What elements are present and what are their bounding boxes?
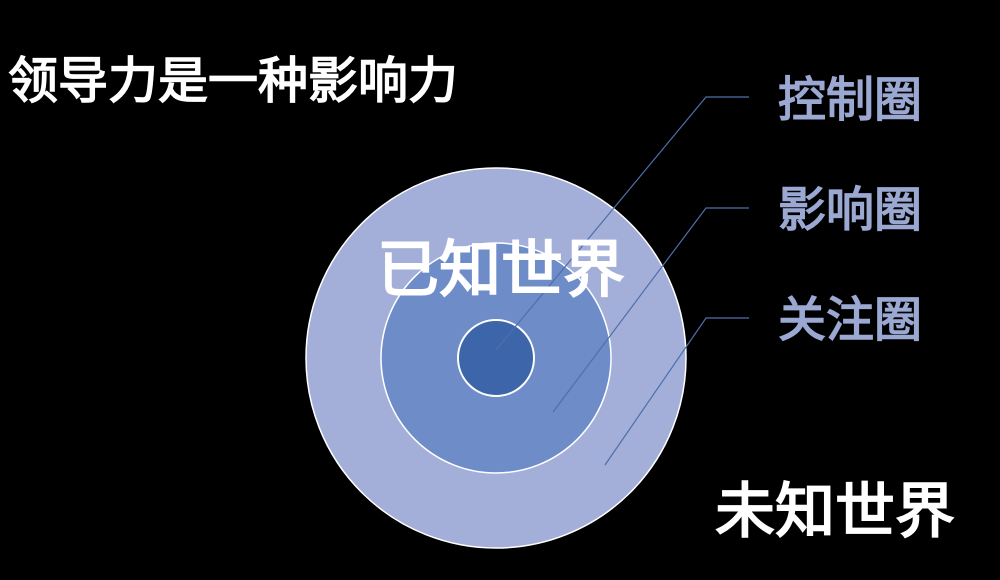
concern-leader-line — [604, 317, 749, 466]
slide-title: 领导力是一种影响力 — [8, 52, 458, 110]
control-circle-label: 控制圈 — [778, 72, 923, 128]
influence-leader-line — [552, 207, 749, 413]
control-circle — [457, 319, 535, 397]
influence-circle-label: 影响圈 — [778, 182, 923, 238]
unknown-world-label: 未知世界 — [715, 477, 955, 547]
concern-circle-label: 关注圈 — [778, 292, 923, 348]
control-leader-line — [495, 96, 749, 351]
known-world-label: 已知世界 — [377, 233, 626, 306]
